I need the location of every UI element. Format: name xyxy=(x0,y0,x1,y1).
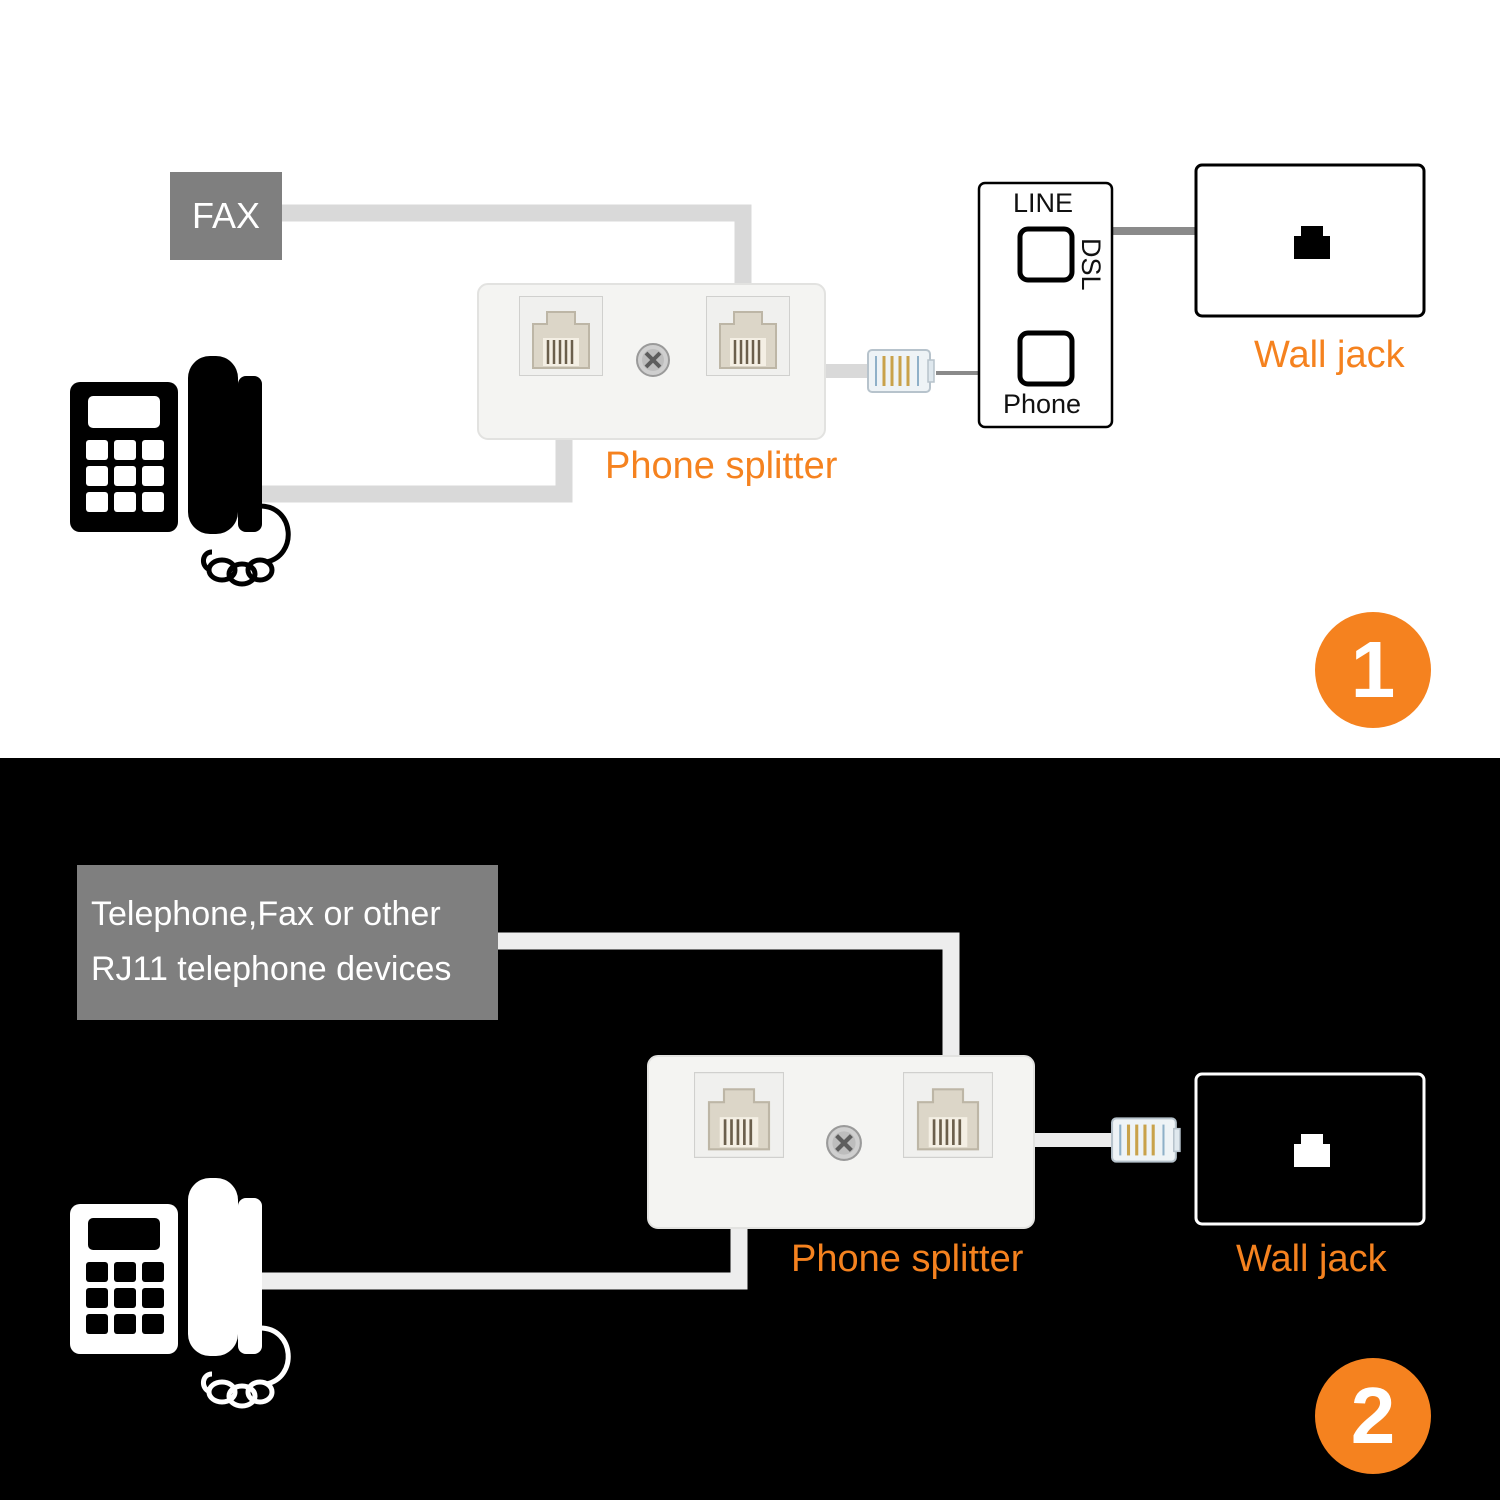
phone-cable xyxy=(262,440,573,503)
phone-splitter xyxy=(477,283,826,440)
rj11-plug-icon xyxy=(866,348,936,394)
screw-icon xyxy=(827,1126,861,1160)
panel-2-diagram xyxy=(0,932,1426,1500)
wall-jack-2 xyxy=(1194,1072,1426,1226)
device-label-box: Telephone,Fax or other RJ11 telephone de… xyxy=(77,865,498,1020)
dsl-filter xyxy=(977,181,1114,429)
wall-jack-socket-icon xyxy=(1294,226,1330,259)
wall-jack xyxy=(1194,163,1426,318)
splitter-label: Phone splitter xyxy=(605,445,838,487)
splitter-port-right xyxy=(903,1072,993,1158)
panel-1-diagram xyxy=(0,163,1426,758)
device-label-line-2: RJ11 telephone devices xyxy=(91,950,452,988)
panel-2: Telephone,Fax or other RJ11 telephone de… xyxy=(0,758,1500,1500)
wall-jack-label-2: Wall jack xyxy=(1236,1238,1387,1280)
telephone-icon xyxy=(70,1178,288,1406)
step-badge-1: 1 xyxy=(1315,612,1431,728)
splitter-port-left xyxy=(519,296,603,376)
device-label-line-1: Telephone,Fax or other xyxy=(91,895,441,933)
dsl-phone-label: Phone xyxy=(1003,389,1082,419)
step-badge-2: 2 xyxy=(1315,1358,1431,1474)
phone-cable-2 xyxy=(262,1228,748,1290)
dsl-dsl-label: DSL xyxy=(1076,238,1106,291)
phone-port-icon xyxy=(1017,330,1075,387)
device-cable xyxy=(497,932,960,1058)
wall-jack-label: Wall jack xyxy=(1254,334,1405,376)
splitter-label-2: Phone splitter xyxy=(791,1238,1024,1280)
splitter-port-right xyxy=(706,296,790,376)
fax-label: FAX xyxy=(191,195,261,236)
line-port-icon xyxy=(1017,226,1075,283)
fax-label-box: FAX xyxy=(170,172,282,260)
telephone-icon xyxy=(70,356,288,584)
phone-splitter-2 xyxy=(647,1055,1035,1229)
splitter-port-left xyxy=(694,1072,784,1158)
dsl-line-label: LINE xyxy=(1013,188,1074,218)
rj11-plug-icon xyxy=(1110,1116,1182,1164)
wall-jack-socket-icon xyxy=(1294,1134,1330,1167)
panel-1: FAX Phone splitter Wall jack LINE DSL Ph… xyxy=(0,163,1431,758)
fax-cable xyxy=(282,204,752,288)
screw-icon xyxy=(635,342,671,378)
